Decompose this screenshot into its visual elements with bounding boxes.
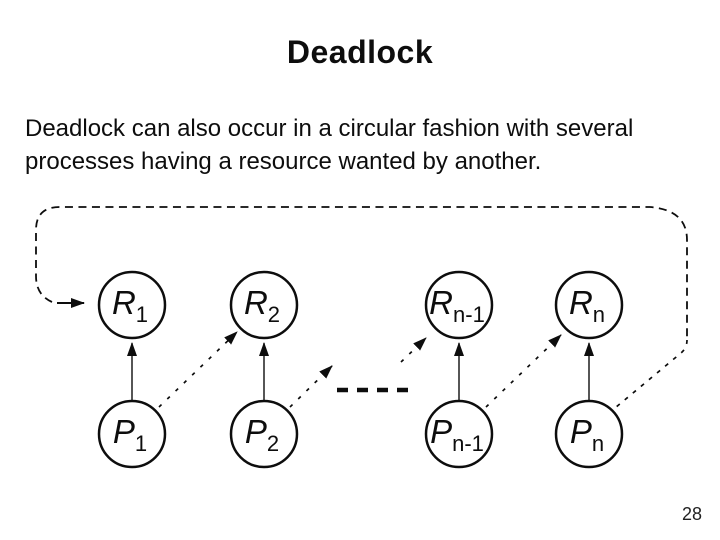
edge-P2-ellipsis-dashed [289, 365, 333, 408]
slide-title: Deadlock [286, 34, 434, 70]
node-label-Rn: Rn [569, 284, 605, 327]
node-P1-circle [97, 399, 167, 469]
node-label-P1: P1 [113, 413, 147, 456]
edge-ellipsis-Rn-1-dashed [400, 337, 427, 363]
node-Pn-1-circle [424, 399, 494, 469]
node-Pn-circle [554, 399, 624, 469]
edge-Pn-border-dashed [614, 339, 688, 409]
node-P2-circle [229, 399, 299, 469]
border-loop-dashed-path [35, 206, 688, 340]
node-label-Pn-1: Pn-1 [430, 413, 484, 456]
node-label-R1: R1 [112, 284, 148, 327]
node-label-R2: R2 [244, 284, 280, 327]
edge-Pn-1-Rn-dashed [485, 334, 562, 408]
slide-body: Deadlock can also occur in a circular fa… [25, 112, 665, 178]
body-line-1: Deadlock can also occur in a circular fa… [25, 115, 634, 142]
node-Rn-circle [554, 270, 624, 340]
node-label-P2: P2 [245, 413, 279, 456]
node-label-Pn: Pn [570, 413, 604, 456]
node-label-Rn-1: Rn-1 [429, 284, 485, 327]
node-R1-circle [97, 270, 167, 340]
edge-P1-R2-dashed [158, 331, 238, 408]
body-line-2: processes having a resource wanted by an… [25, 148, 542, 175]
node-R2-circle [229, 270, 299, 340]
page-number: 28 [681, 504, 702, 524]
node-Rn-1-circle [424, 270, 494, 340]
